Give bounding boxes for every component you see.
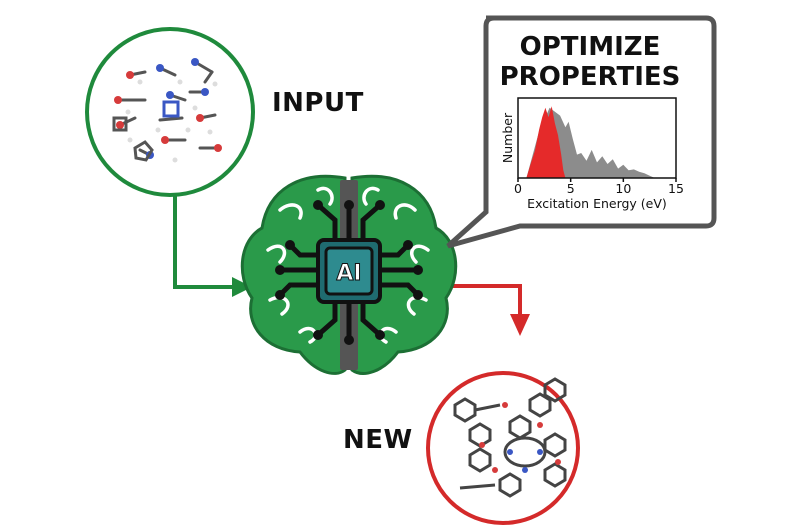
ai-to-new-arrow: [452, 284, 530, 336]
ai-chip-label: AI: [336, 261, 361, 286]
new-molecules-circle: [426, 371, 580, 525]
chart-x-axis-label: Excitation Energy (eV): [527, 196, 667, 211]
chart-x-tick-label: 5: [567, 181, 575, 196]
chart-y-axis-label: Number: [500, 112, 515, 163]
new-label: NEW: [343, 425, 413, 455]
input-to-ai-arrow: [173, 190, 252, 297]
callout-title-line2: PROPERTIES: [499, 62, 681, 92]
callout-title-line1: OPTIMIZE: [519, 32, 661, 62]
chart-plot-frame: [517, 97, 677, 179]
input-molecules-circle: [85, 27, 255, 197]
chart-series-area-0: [526, 106, 566, 178]
callout-title: OPTIMIZE PROPERTIES: [478, 32, 702, 92]
ai-chip: AI: [316, 238, 382, 304]
input-label: INPUT: [272, 88, 364, 118]
optimize-callout: [446, 15, 717, 249]
chart-x-tick-label: 10: [615, 181, 631, 196]
chart-x-tick-label: 15: [668, 181, 684, 196]
chart-x-tick-label: 0: [514, 181, 522, 196]
spectrum-chart: 0 5 10 15 Excitation Energy (eV) Number: [500, 97, 684, 211]
